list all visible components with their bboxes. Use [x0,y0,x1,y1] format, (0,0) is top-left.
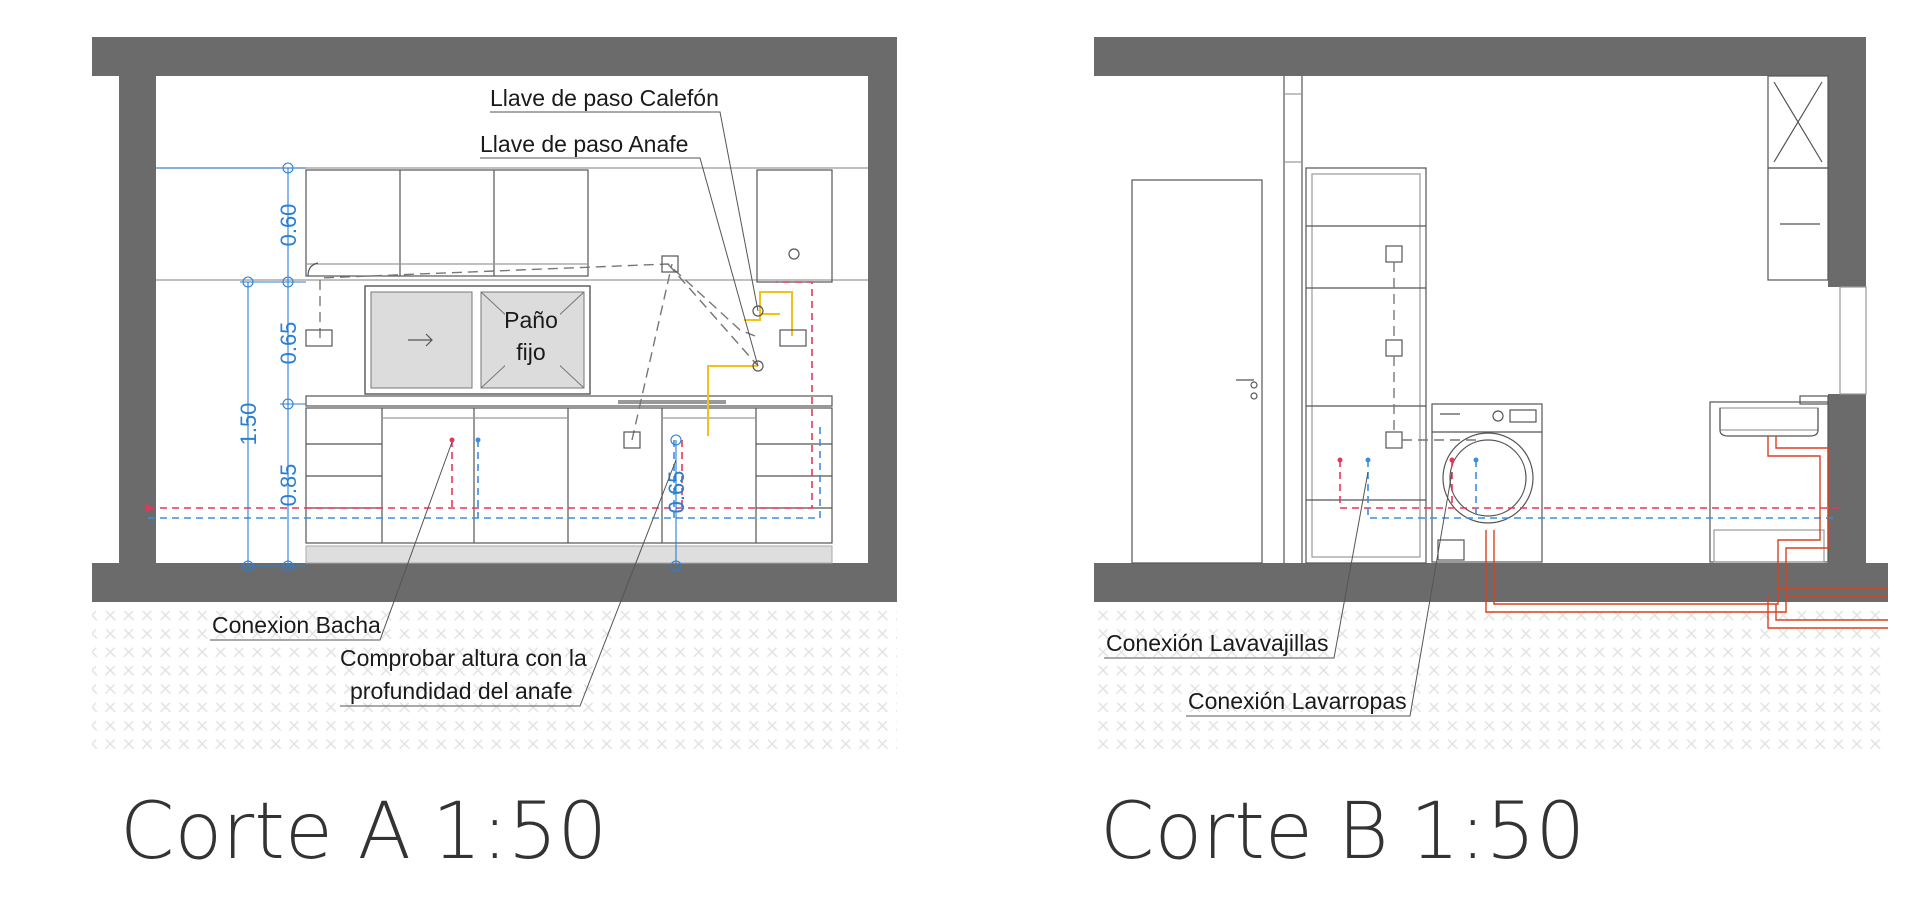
wall-right-a [868,76,897,563]
upper-cabinets-a [305,169,833,283]
slab-top-a [92,37,897,76]
dim-0-65-anafe: 0.65 [664,471,689,514]
ground-hatch-b [1094,602,1888,750]
lower-cabinets-a [305,395,833,564]
dim-0-65: 0.65 [276,322,301,365]
dimensions-a: 0.60 0.65 1.50 0.85 0.65 [156,162,689,572]
upper-cabinets-b [1767,75,1867,395]
drain-pipes-b [1485,436,1888,629]
kitchen-window: Paño fijo [364,285,591,395]
wall-right-b-lower [1828,394,1866,563]
label-dishwasher-connection: Conexión Lavavajillas [1106,630,1328,656]
ground-hatch-a [92,602,897,750]
section-b-title: Corte B [1100,787,1389,877]
water-lines-a [146,281,821,519]
label-check-height-line1: Comprobar altura con la [340,645,587,671]
floor-slab-b [1094,563,1888,602]
section-b-scale: 1:50 [1410,787,1585,877]
sink-cabinet-b [1709,395,1829,563]
label-anafe-valve: Llave de paso Anafe [480,131,688,157]
gas-lines-a [319,263,793,441]
wall-right-b-upper [1828,37,1866,287]
wall-left-a [119,76,156,563]
label-calefon-valve: Llave de paso Calefón [490,85,719,111]
tall-cabinet-b [1305,167,1476,564]
slab-top-b [1094,37,1866,76]
section-b: Conexión Lavavajillas Conexión Lavarropa… [1094,37,1888,877]
washing-machine [1431,403,1543,563]
fixed-pane-label-line1: Paño [504,307,558,333]
section-a-scale: 1:50 [432,787,607,877]
floor-slab-a [92,563,897,602]
dim-1-50: 1.50 [236,403,261,446]
fixed-pane-label-line2: fijo [516,339,545,365]
water-lines-b [1337,457,1842,519]
label-bacha-connection: Conexion Bacha [212,612,381,638]
door-b [1131,179,1263,564]
dim-0-85: 0.85 [276,464,301,507]
leaders-b [1104,471,1453,717]
section-a-title: Corte A [120,787,411,877]
label-washer-connection: Conexión Lavarropas [1188,688,1407,714]
outlets-a [305,255,807,449]
section-a: Paño fijo [92,37,897,877]
label-check-height-line2: profundidad del anafe [350,678,573,704]
leaders-a [210,111,759,707]
dim-0-60: 0.60 [276,204,301,247]
